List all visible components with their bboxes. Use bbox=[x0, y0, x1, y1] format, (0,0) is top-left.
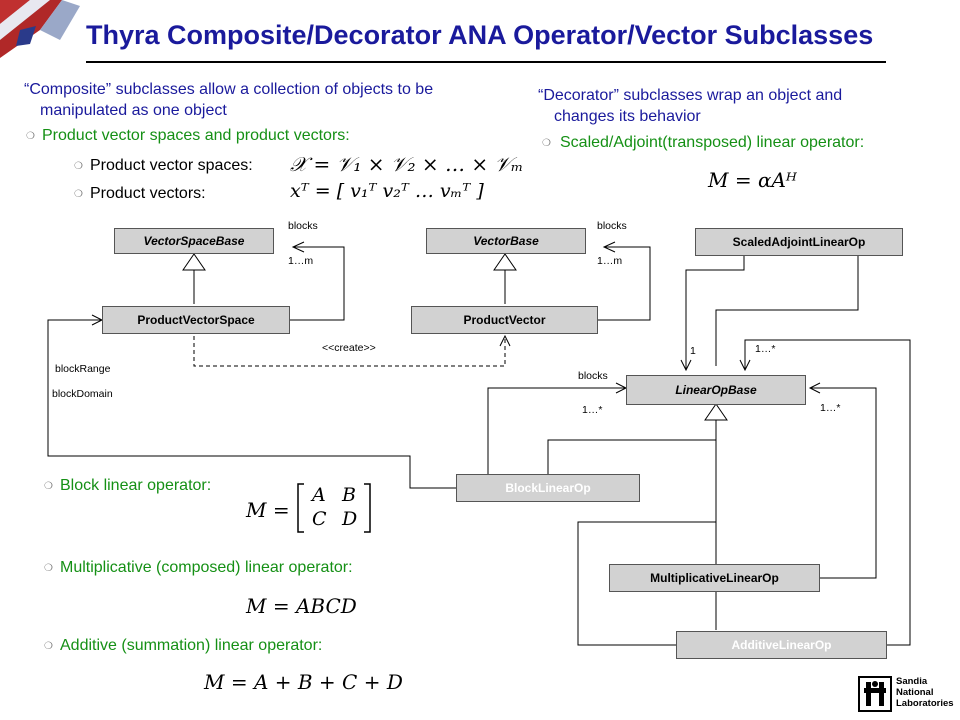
blocks-label: blocks bbox=[597, 220, 627, 232]
logo-line3: Laboratories bbox=[896, 698, 954, 709]
bullet-additive-linear-op: Additive (summation) linear operator: bbox=[60, 637, 323, 654]
multiplicity-one-label: 1 bbox=[690, 345, 696, 357]
sub-bullet-product-spaces: Product vector spaces: bbox=[90, 157, 253, 174]
multiplicity-label: 1…m bbox=[597, 255, 623, 267]
create-stereotype-label: <<create>> bbox=[322, 342, 376, 354]
block-matrix: A B C D bbox=[296, 482, 372, 534]
decorator-intro-line2: changes its behavior bbox=[554, 108, 701, 125]
bullet-icon: ❍ bbox=[44, 563, 53, 574]
decorator-intro-line1: “Decorator” subclasses wrap an object an… bbox=[538, 87, 843, 104]
product-space-equation: 𝒳 = 𝒱₁ × 𝒱₂ × … × 𝒱ₘ bbox=[290, 152, 524, 176]
matrix-entry-b: B bbox=[342, 484, 356, 506]
bullet-icon: ❍ bbox=[74, 189, 83, 200]
multiplicity-label: 1…* bbox=[582, 404, 603, 416]
block-equation-lhs: M = bbox=[246, 498, 290, 522]
sub-bullet-product-vectors: Product vectors: bbox=[90, 185, 206, 202]
scaled-equation: M = αAᴴ bbox=[708, 168, 797, 192]
blocks-label: blocks bbox=[288, 220, 318, 232]
sandia-logo: Sandia National Laboratories bbox=[858, 676, 954, 716]
thunderbird-icon bbox=[858, 676, 892, 712]
bullet-icon: ❍ bbox=[74, 161, 83, 172]
composite-intro-line1: “Composite” subclasses allow a collectio… bbox=[24, 81, 434, 98]
multiplicity-label: 1…* bbox=[755, 343, 776, 355]
bullet-icon: ❍ bbox=[44, 641, 53, 652]
logo-line1: Sandia bbox=[896, 676, 928, 687]
multiplicity-label: 1…* bbox=[820, 402, 841, 414]
composite-intro-line2: manipulated as one object bbox=[40, 102, 227, 119]
matrix-entry-d: D bbox=[342, 508, 358, 530]
multiplicative-equation: M = ABCD bbox=[246, 594, 357, 618]
product-vector-equation: xᵀ = [ v₁ᵀ v₂ᵀ … vₘᵀ ] bbox=[290, 180, 484, 202]
bullet-icon: ❍ bbox=[44, 481, 53, 492]
blocks-label: blocks bbox=[578, 370, 608, 382]
matrix-entry-c: C bbox=[312, 508, 327, 530]
page-title: Thyra Composite/Decorator ANA Operator/V… bbox=[86, 20, 874, 50]
matrix-brackets bbox=[297, 483, 371, 533]
bullet-multiplicative-linear-op: Multiplicative (composed) linear operato… bbox=[60, 559, 353, 576]
bullet-icon: ❍ bbox=[26, 131, 35, 142]
vector-space-base-box: VectorSpaceBase bbox=[114, 228, 274, 254]
title-divider bbox=[86, 61, 886, 63]
block-domain-label: blockDomain bbox=[52, 388, 113, 400]
flag-decoration bbox=[0, 0, 80, 58]
bullet-scaled-adjoint: Scaled/Adjoint(transposed) linear operat… bbox=[560, 134, 865, 151]
product-vector-space-box: ProductVectorSpace bbox=[102, 306, 290, 334]
bullet-icon: ❍ bbox=[542, 138, 551, 149]
linear-op-base-box: LinearOpBase bbox=[626, 375, 806, 405]
additive-equation: M = A + B + C + D bbox=[204, 670, 403, 694]
vector-base-box: VectorBase bbox=[426, 228, 586, 254]
logo-line2: National bbox=[896, 687, 934, 698]
block-range-label: blockRange bbox=[55, 363, 111, 375]
bullet-product-spaces: Product vector spaces and product vector… bbox=[42, 127, 350, 144]
multiplicative-linear-op-box: MultiplicativeLinearOp bbox=[609, 564, 820, 592]
matrix-entry-a: A bbox=[312, 484, 326, 506]
scaled-adjoint-linear-op-box: ScaledAdjointLinearOp bbox=[695, 228, 903, 256]
multiplicity-label: 1…m bbox=[288, 255, 314, 267]
product-vector-box: ProductVector bbox=[411, 306, 598, 334]
block-linear-op-box: BlockLinearOp bbox=[456, 474, 640, 502]
additive-linear-op-box: AdditiveLinearOp bbox=[676, 631, 887, 659]
bullet-block-linear-op: Block linear operator: bbox=[60, 477, 212, 494]
